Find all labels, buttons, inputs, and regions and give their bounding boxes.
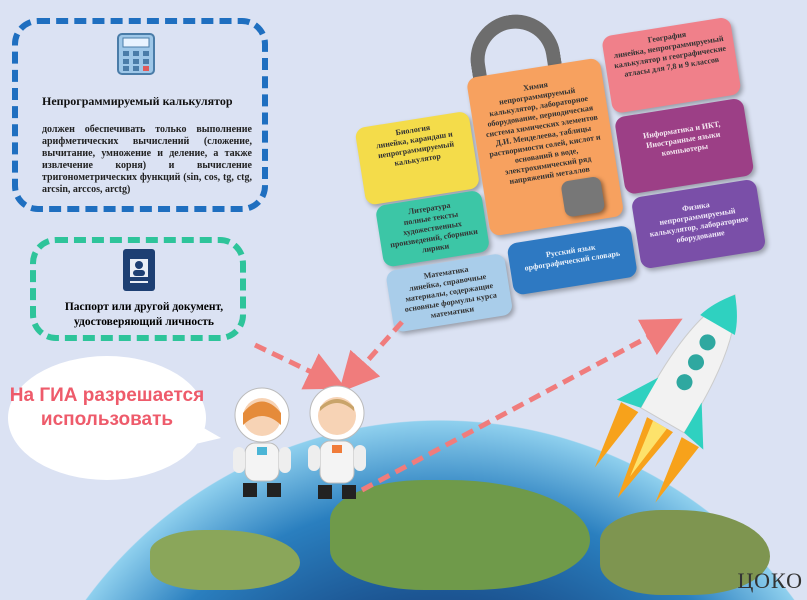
- calculator-title: Непрограммируемый калькулятор: [42, 94, 233, 108]
- astronaut-boy-icon: [308, 385, 366, 499]
- astronaut-girl-icon: [233, 387, 291, 497]
- passport-icon: [123, 249, 155, 291]
- arrow-from-passport: [253, 342, 347, 390]
- logo: ЦОКО: [737, 568, 803, 593]
- passport-text: Паспорт или другой документ, удостоверяю…: [64, 301, 224, 328]
- rocket-icon: [594, 294, 737, 503]
- calculator-icon: [117, 33, 155, 75]
- calculator-description: должен обеспечивать только выполнение ар…: [42, 124, 252, 195]
- speech-bubble: На ГИА разрешается использовать: [8, 356, 221, 480]
- earth-globe: [0, 420, 807, 600]
- bubble-text: На ГИА разрешается использовать: [9, 385, 205, 430]
- arrow-from-briefcase: [338, 320, 404, 393]
- calculator-box: Непрограммируемый калькулятор должен обе…: [12, 18, 268, 212]
- passport-box: Паспорт или другой документ, удостоверяю…: [30, 237, 246, 341]
- arrow-to-rocket: [360, 318, 683, 493]
